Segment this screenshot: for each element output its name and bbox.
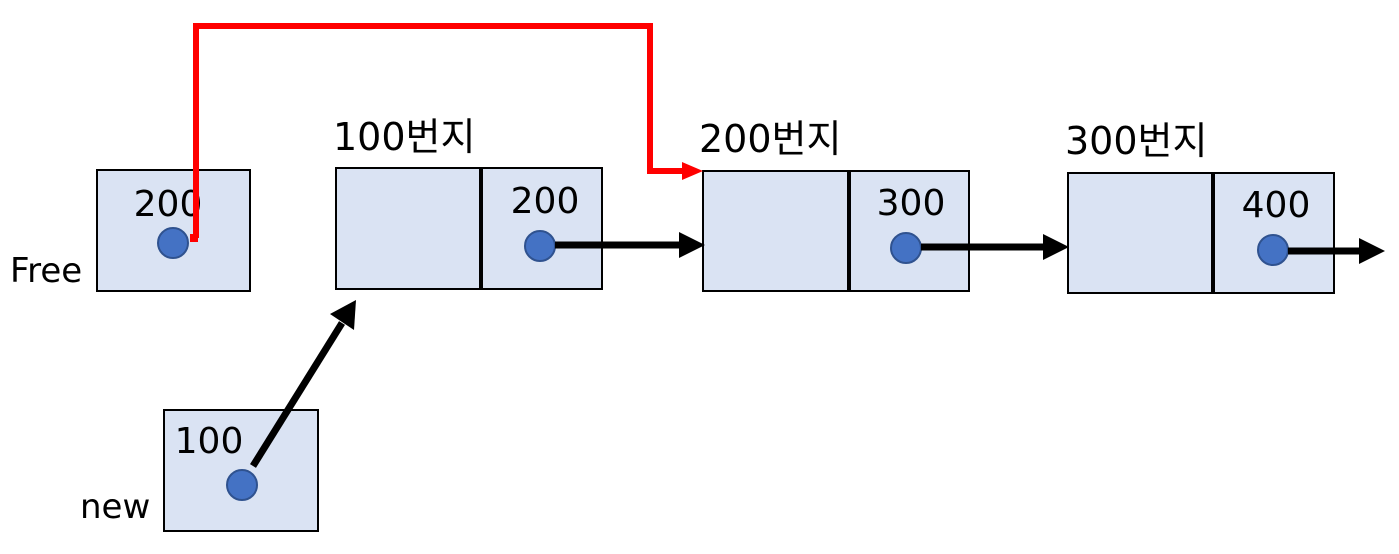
node-200-link-value: 300 bbox=[877, 183, 946, 224]
node-100-link-dot bbox=[524, 230, 556, 262]
node-300: 300번지 400 bbox=[1065, 119, 1335, 294]
new-pointer-value: 100 bbox=[175, 421, 244, 462]
node-100-link-value: 200 bbox=[511, 181, 580, 222]
new-pointer: 100 new bbox=[80, 409, 319, 532]
free-pointer: 200 Free bbox=[10, 169, 251, 292]
arrowhead-node300-next bbox=[1359, 238, 1385, 264]
node-200-link-dot bbox=[890, 232, 922, 264]
node-100: 100번지 200 bbox=[333, 115, 603, 290]
node-300-data-cell bbox=[1067, 172, 1214, 294]
node-100-address-label: 100번지 bbox=[333, 115, 475, 159]
node-300-link-dot bbox=[1257, 234, 1289, 266]
node-100-link-cell bbox=[480, 167, 603, 290]
new-pointer-name: new bbox=[80, 487, 150, 527]
node-300-link-value: 400 bbox=[1242, 185, 1311, 226]
node-300-address-label: 300번지 bbox=[1065, 119, 1207, 163]
arrowhead-node200-to-node300 bbox=[1043, 234, 1069, 260]
free-pointer-value: 200 bbox=[134, 184, 203, 225]
link-arrows bbox=[250, 232, 1385, 468]
arrowhead-node100-to-node200 bbox=[679, 232, 705, 258]
node-300-link-cell bbox=[1212, 172, 1335, 294]
arrowhead-new-to-node100 bbox=[330, 300, 356, 330]
node-100-data-cell bbox=[335, 167, 482, 290]
node-200-link-cell bbox=[848, 170, 970, 292]
node-200-data-cell bbox=[702, 170, 850, 292]
arrow-new-to-node100 bbox=[250, 321, 345, 468]
red-arrow-tail-tip bbox=[190, 234, 198, 242]
free-pointer-red-arrow bbox=[190, 23, 703, 242]
node-200-address-label: 200번지 bbox=[699, 117, 841, 161]
new-pointer-dot bbox=[226, 469, 258, 501]
node-200: 200번지 300 bbox=[699, 117, 970, 292]
red-arrow-path bbox=[193, 23, 684, 238]
free-pointer-name: Free bbox=[10, 251, 82, 291]
red-arrowhead bbox=[682, 162, 703, 180]
free-pointer-dot bbox=[157, 227, 189, 259]
